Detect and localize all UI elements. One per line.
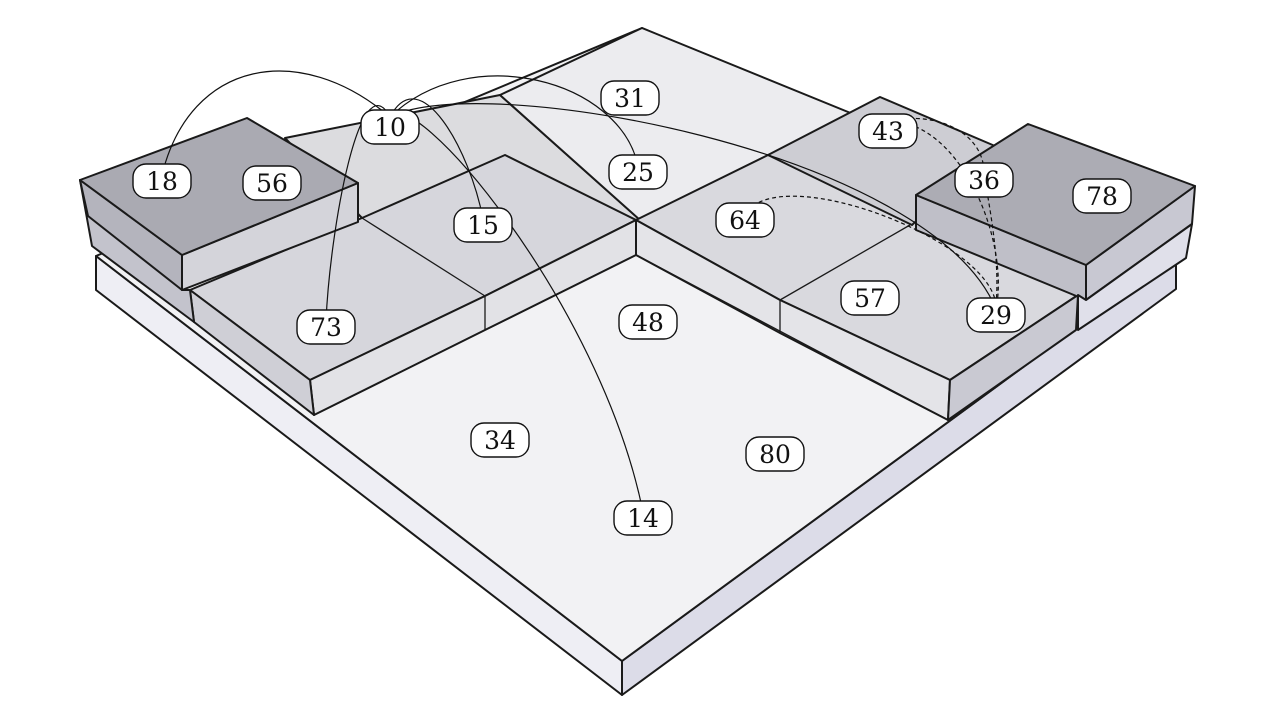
node-label-48: 48 (618, 304, 678, 340)
arrow-10-to-73 (321, 105, 391, 322)
node-label-text: 73 (310, 313, 342, 342)
node-label-box (453, 207, 513, 243)
right-tall-right-lower (1077, 223, 1193, 331)
node-label-64: 64 (715, 202, 775, 238)
node-label-box (858, 113, 918, 149)
node-label-31: 31 (600, 80, 660, 116)
left-tall-block (79, 117, 359, 323)
node-label-text: 36 (968, 166, 1000, 195)
right-tall-top (915, 123, 1196, 266)
node-label-text: 80 (759, 440, 791, 469)
node-label-box (618, 304, 678, 340)
left-platform-seam (361, 217, 486, 297)
node-label-box (715, 202, 775, 238)
node-label-text: 78 (1086, 182, 1118, 211)
node-label-box (1072, 178, 1132, 214)
left-tall-top (79, 117, 359, 256)
node-label-56: 56 (242, 165, 302, 201)
node-label-15: 15 (453, 207, 513, 243)
right-platform-side (947, 294, 1079, 421)
node-label-box (840, 280, 900, 316)
arrow-10-to-18 (159, 70, 391, 176)
node-label-text: 34 (484, 426, 516, 455)
node-label-text: 18 (146, 167, 178, 196)
node-label-78: 78 (1072, 178, 1132, 214)
node-label-36: 36 (954, 162, 1014, 198)
node-label-18: 18 (132, 163, 192, 199)
node-label-34: 34 (470, 422, 530, 458)
node-label-text: 25 (622, 158, 654, 187)
node-label-text: 14 (627, 504, 659, 533)
node-label-box (613, 500, 673, 536)
node-label-text: 31 (614, 84, 646, 113)
label-layer: 10 31 25 43 36 78 18 56 15 64 57 29 73 48 34 80 14 (132, 80, 1132, 536)
node-label-box (608, 154, 668, 190)
arrow-10-to-29 (389, 103, 998, 310)
floor-groove-right (635, 254, 949, 421)
node-label-text: 48 (632, 308, 664, 337)
node-label-box (470, 422, 530, 458)
node-label-29: 29 (966, 297, 1026, 333)
arrow-29-to-64 (744, 195, 997, 306)
node-label-box (966, 297, 1026, 333)
node-label-text: 43 (872, 117, 904, 146)
node-label-80: 80 (745, 436, 805, 472)
node-label-25: 25 (608, 154, 668, 190)
node-label-box (360, 109, 420, 145)
right-platform-seam (779, 224, 911, 301)
node-label-text: 56 (256, 169, 288, 198)
node-label-text: 29 (980, 301, 1012, 330)
node-label-text: 57 (854, 284, 886, 313)
node-label-14: 14 (613, 500, 673, 536)
arrow-10-to-15 (389, 98, 486, 220)
node-label-43: 43 (858, 113, 918, 149)
node-label-text: 64 (729, 206, 761, 235)
node-label-box (132, 163, 192, 199)
node-label-box (600, 80, 660, 116)
node-label-10: 10 (360, 109, 420, 145)
right-tall-block (915, 123, 1196, 331)
node-label-73: 73 (296, 309, 356, 345)
arrow-10-to-25 (389, 75, 641, 167)
node-label-57: 57 (840, 280, 900, 316)
node-label-box (954, 162, 1014, 198)
floor-groove-left (313, 254, 637, 416)
node-label-box (296, 309, 356, 345)
node-label-box (745, 436, 805, 472)
node-label-text: 10 (374, 113, 406, 142)
node-label-box (242, 165, 302, 201)
node-label-text: 15 (467, 211, 499, 240)
